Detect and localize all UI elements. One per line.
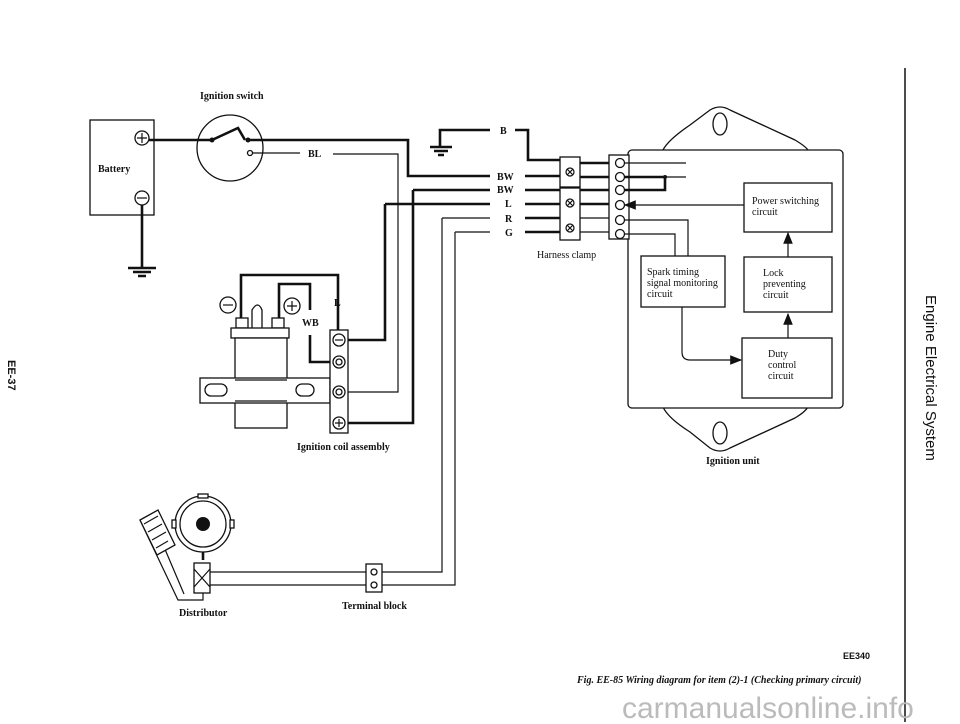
wire-label-b: B <box>500 126 507 137</box>
wire-label-wb: WB <box>302 318 319 329</box>
ignition-switch: Ignition switch <box>149 91 264 182</box>
watermark: carmanualsonline.info <box>622 692 914 724</box>
figure-code: EE340 <box>843 651 870 661</box>
ignition-coil: WB L Ignition coil assembly <box>199 273 390 453</box>
harness-clamp: Harness clamp <box>537 156 596 261</box>
page-number: EE-37 <box>5 360 17 391</box>
wire-label-bw: BW <box>497 172 514 183</box>
wire-label-l: L <box>505 199 512 210</box>
harness-clamp-label: Harness clamp <box>537 250 596 261</box>
wire-label-r: R <box>505 214 513 225</box>
lock-preventing-circuit <box>743 256 833 313</box>
coil-label: Ignition coil assembly <box>297 442 390 453</box>
section-title: Engine Electrical System <box>922 295 939 461</box>
distributor: Distributor <box>139 493 368 619</box>
ground-icon <box>128 266 156 278</box>
wire-label-g: G <box>505 228 513 239</box>
power-switching-circuit <box>743 182 833 233</box>
ignition-switch-label: Ignition switch <box>200 91 264 102</box>
wire-label-l: L <box>334 298 341 309</box>
distributor-label: Distributor <box>179 608 228 619</box>
duty-control-circuit <box>741 337 833 399</box>
ignition-unit-label: Ignition unit <box>706 456 760 467</box>
wire-label-bl: BL <box>308 149 322 160</box>
figure-caption: Fig. EE-85 Wiring diagram for item (2)-1… <box>576 675 861 686</box>
wire-label-bw: BW <box>497 185 514 196</box>
battery-label: Battery <box>98 164 130 175</box>
ground-icon <box>430 128 490 157</box>
terminal-block-label: Terminal block <box>342 601 407 612</box>
spark-timing-circuit <box>640 255 726 308</box>
terminal-block: Terminal block <box>342 563 407 612</box>
battery: Battery <box>89 119 156 278</box>
